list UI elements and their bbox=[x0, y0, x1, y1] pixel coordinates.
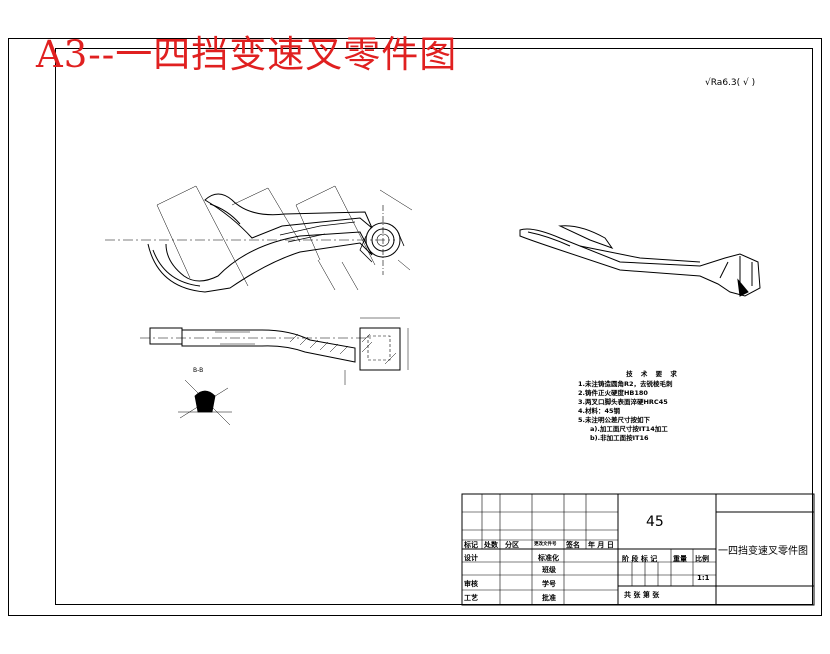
main-view-dimensions bbox=[156, 185, 413, 291]
tb-class: 班级 bbox=[542, 566, 556, 574]
technical-requirements: 技 术 要 求 1.未注铸造圆角R2，去锐棱毛刺 2.铸件正火硬度HB180 3… bbox=[578, 370, 728, 443]
tb-change-doc: 更改文件号 bbox=[534, 542, 557, 547]
tb-stage-marks: 阶 段 标 记 bbox=[622, 555, 658, 563]
tb-review: 审核 bbox=[464, 580, 478, 588]
tb-count: 处数 bbox=[484, 541, 498, 549]
tech-requirement-item: b).非加工面按IT16 bbox=[590, 434, 649, 442]
roughness-paren: ( √ ) bbox=[736, 78, 756, 88]
title-block-part-name: 一四挡变速叉零件图 bbox=[718, 546, 808, 557]
tb-weight: 重量 bbox=[673, 555, 687, 563]
roughness-value: Ra6.3 bbox=[710, 78, 737, 88]
tb-student-no: 学号 bbox=[542, 580, 556, 588]
tb-process: 工艺 bbox=[464, 594, 478, 602]
tech-requirements-heading: 技 术 要 求 bbox=[626, 370, 680, 378]
drawing-frame-outer bbox=[8, 38, 822, 616]
tech-requirement-item: 2.铸件正火硬度HB180 bbox=[578, 389, 648, 397]
section-label: B-B bbox=[193, 367, 204, 374]
tb-scale-label: 比例 bbox=[695, 555, 709, 563]
tb-sign: 签名 bbox=[566, 541, 580, 549]
sheet-title: A3--一四挡变速叉零件图 bbox=[36, 33, 458, 76]
bottom-view bbox=[140, 317, 409, 385]
tb-design: 设计 bbox=[464, 554, 478, 562]
tech-requirement-item: 1.未注铸造圆角R2，去锐棱毛刺 bbox=[578, 380, 673, 388]
bottom-view-hatching bbox=[289, 333, 397, 365]
tech-requirement-item: 4.材料：45钢 bbox=[578, 407, 621, 415]
tb-scale-value: 1:1 bbox=[697, 574, 710, 582]
main-view bbox=[105, 193, 405, 293]
tb-zone: 分区 bbox=[505, 541, 519, 549]
tb-standardize: 标准化 bbox=[538, 554, 559, 562]
tech-requirement-item: 5.未注明公差尺寸按如下 bbox=[578, 416, 650, 424]
tb-date: 年 月 日 bbox=[588, 541, 614, 549]
tech-requirement-item: a).加工面尺寸按IT14加工 bbox=[590, 425, 668, 433]
tb-approve: 批准 bbox=[542, 594, 556, 602]
title-block-material: 45 bbox=[646, 514, 664, 530]
roughness-note: √Ra6.3( √ ) bbox=[705, 78, 755, 88]
title-block-grid bbox=[461, 493, 815, 606]
tb-mark: 标记 bbox=[464, 541, 478, 549]
section-view bbox=[178, 379, 232, 426]
roughness-symbol-icon: √ bbox=[705, 78, 711, 88]
drawing-frame-inner bbox=[55, 48, 813, 605]
title-block-fine-grid bbox=[462, 494, 716, 605]
tb-sheets: 共 张 第 张 bbox=[624, 591, 660, 599]
tech-requirement-item: 3.两叉口脚头表面淬硬HRC45 bbox=[578, 398, 668, 406]
isometric-view bbox=[519, 225, 761, 297]
